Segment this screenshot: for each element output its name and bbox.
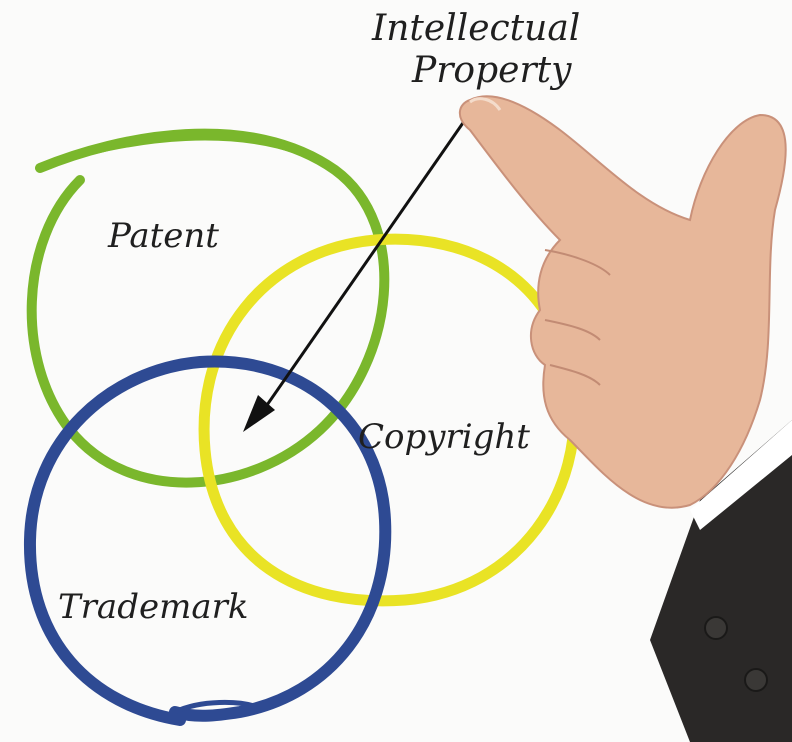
trademark-circle: [23, 355, 392, 726]
title-line-1: Intellectual: [371, 8, 580, 49]
title-line-2: Property: [411, 50, 572, 91]
copyright-label: Copyright: [358, 417, 530, 457]
patent-label: Patent: [107, 216, 219, 256]
trademark-label: Trademark: [58, 587, 248, 627]
arrow: [243, 119, 467, 432]
pointing-hand-icon: [458, 95, 792, 742]
patent-circle: [26, 128, 390, 488]
